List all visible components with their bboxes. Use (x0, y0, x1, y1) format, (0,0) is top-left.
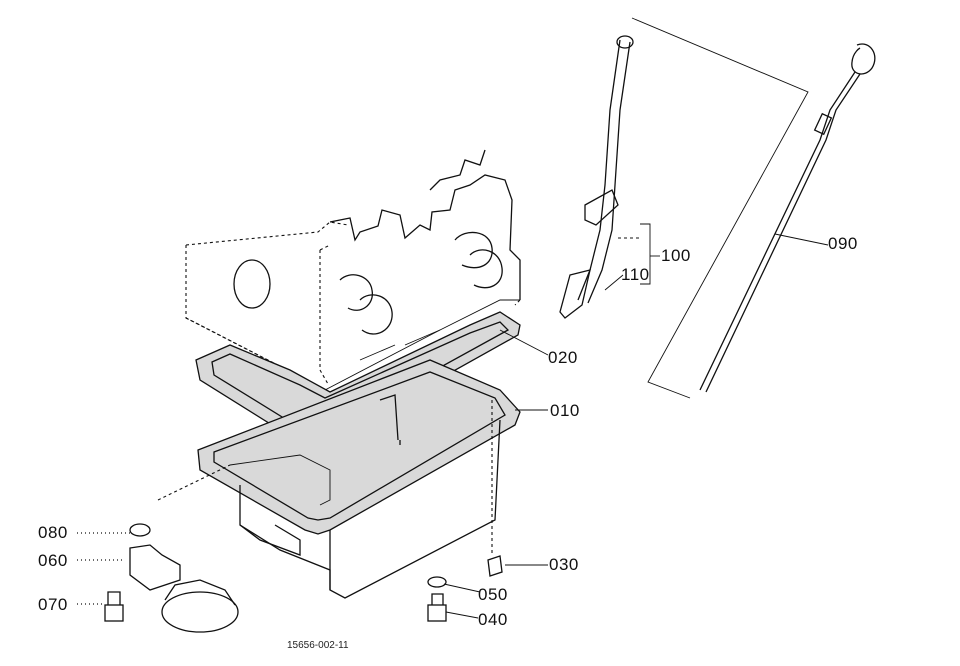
callout-label-010: 010 (550, 401, 580, 420)
callout-label-090: 090 (828, 234, 858, 253)
callout-label-070: 070 (38, 595, 68, 614)
callout-label-040: 040 (478, 610, 508, 629)
callout-label-060: 060 (38, 551, 68, 570)
callout-label-030: 030 (549, 555, 579, 574)
oil-strainer-assembly (104, 523, 503, 633)
leader-lines (77, 223, 829, 619)
callout-label-100: 100 (661, 246, 691, 265)
drawing-number: 15656-002-11 (287, 640, 349, 651)
callout-label-050: 050 (478, 585, 508, 604)
dipstick-panel-outline (631, 17, 809, 399)
dipstick-guide-tube (559, 35, 634, 319)
oil-pan (197, 359, 521, 599)
engine-block (185, 149, 521, 411)
callout-label-080: 080 (38, 523, 68, 542)
callout-label-110: 110 (621, 265, 650, 284)
callout-label-020: 020 (548, 348, 578, 367)
dipstick (699, 43, 876, 393)
